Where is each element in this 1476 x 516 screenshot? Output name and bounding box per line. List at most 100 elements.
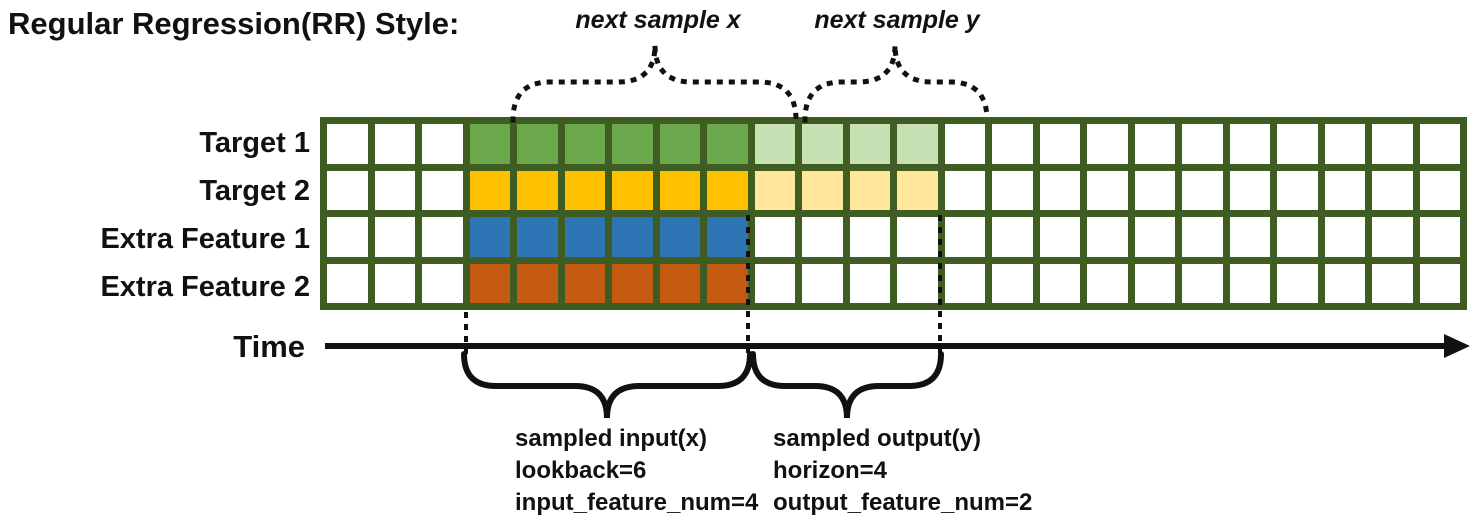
grid-cell (897, 170, 938, 210)
grid-cell (754, 263, 795, 303)
sampled-output-title: sampled output(y) (773, 425, 981, 452)
grid-cell (1087, 263, 1128, 303)
sampled-input-brace (461, 351, 753, 419)
grid-cell (1419, 263, 1460, 303)
grid-cell (422, 170, 463, 210)
grid-cell (422, 217, 463, 257)
time-axis-label: Time (233, 329, 305, 364)
grid-cell (612, 217, 653, 257)
sampled-input-title: sampled input(x) (515, 425, 708, 452)
grid-cell (897, 217, 938, 257)
grid-cell (944, 124, 985, 164)
grid-cell (1229, 170, 1270, 210)
grid-cell (374, 170, 415, 210)
grid-cell (1277, 217, 1318, 257)
input-feature-num-value: input_feature_num=4 (515, 489, 759, 516)
grid-cell (469, 124, 510, 164)
grid-cell (707, 124, 748, 164)
grid-cell (374, 217, 415, 257)
grid-cell (1134, 170, 1175, 210)
grid-cell (517, 124, 558, 164)
grid-cell (1229, 217, 1270, 257)
grid-cell (754, 124, 795, 164)
grid-cell (849, 263, 890, 303)
grid-cell (1229, 124, 1270, 164)
grid-cell (327, 124, 368, 164)
grid-cell (1039, 217, 1080, 257)
grid-cell (659, 217, 700, 257)
grid-cell (944, 263, 985, 303)
grid-cell (327, 217, 368, 257)
grid-cell (517, 170, 558, 210)
grid-cell (992, 124, 1033, 164)
grid-cell (1087, 170, 1128, 210)
output-feature-num-value: output_feature_num=2 (773, 489, 1033, 516)
grid-cell (564, 124, 605, 164)
grid-cell (327, 263, 368, 303)
grid-cell (849, 217, 890, 257)
grid-cell (1277, 124, 1318, 164)
sampled-output-brace (750, 351, 944, 419)
grid-cell (1039, 263, 1080, 303)
grid-cell (992, 217, 1033, 257)
grid-cell (802, 170, 843, 210)
grid-cell (849, 124, 890, 164)
grid-cell (327, 170, 368, 210)
grid-cell (374, 263, 415, 303)
grid-cell (1087, 124, 1128, 164)
row-label-extra-feature-2: Extra Feature 2 (100, 271, 310, 303)
grid-cell (517, 263, 558, 303)
grid-cell (517, 217, 558, 257)
grid-cell (1134, 124, 1175, 164)
row-label-target-2: Target 2 (199, 175, 310, 207)
grid-cell (469, 170, 510, 210)
grid-cell (802, 217, 843, 257)
grid-cell (1182, 170, 1223, 210)
grid-cell (849, 170, 890, 210)
grid-cell (564, 263, 605, 303)
lookback-value: lookback=6 (515, 457, 647, 484)
horizon-value: horizon=4 (773, 457, 888, 484)
row-label-extra-feature-1: Extra Feature 1 (100, 223, 310, 255)
grid-cell (564, 217, 605, 257)
grid-cell (754, 217, 795, 257)
grid-cell (612, 263, 653, 303)
grid-cell (1182, 217, 1223, 257)
grid-cell (1372, 217, 1413, 257)
time-axis-arrowhead (1444, 334, 1470, 358)
grid-cell (659, 263, 700, 303)
grid-cell (1324, 170, 1365, 210)
grid-cell (1182, 263, 1223, 303)
grid-cell (1324, 124, 1365, 164)
grid-cell (802, 124, 843, 164)
next-sample-x-label: next sample x (575, 6, 741, 34)
grid-cell (659, 124, 700, 164)
grid-cell (612, 124, 653, 164)
grid-cell (1419, 124, 1460, 164)
page-title: Regular Regression(RR) Style: (8, 6, 460, 41)
grid-cell (1039, 170, 1080, 210)
next-sample-y-brace (802, 44, 990, 123)
grid-cell (1324, 217, 1365, 257)
grid-cell (1182, 124, 1223, 164)
grid-cell (1229, 263, 1270, 303)
grid-cell (422, 263, 463, 303)
grid-cell (469, 217, 510, 257)
sampled-output-note: sampled output(y) horizon=4 output_featu… (773, 423, 1032, 516)
grid-cell (1324, 263, 1365, 303)
grid-cell (707, 217, 748, 257)
grid-cell (802, 263, 843, 303)
grid-cell (1277, 170, 1318, 210)
grid-cell (1419, 170, 1460, 210)
sampled-input-note: sampled input(x) lookback=6 input_featur… (515, 423, 758, 516)
grid-cell (897, 263, 938, 303)
grid-cell (944, 170, 985, 210)
grid-cell (1134, 263, 1175, 303)
grid-cell (897, 124, 938, 164)
grid-cell (1372, 263, 1413, 303)
grid-cell (944, 217, 985, 257)
grid-cell (564, 170, 605, 210)
grid-cell (1419, 217, 1460, 257)
grid-cell (1039, 124, 1080, 164)
